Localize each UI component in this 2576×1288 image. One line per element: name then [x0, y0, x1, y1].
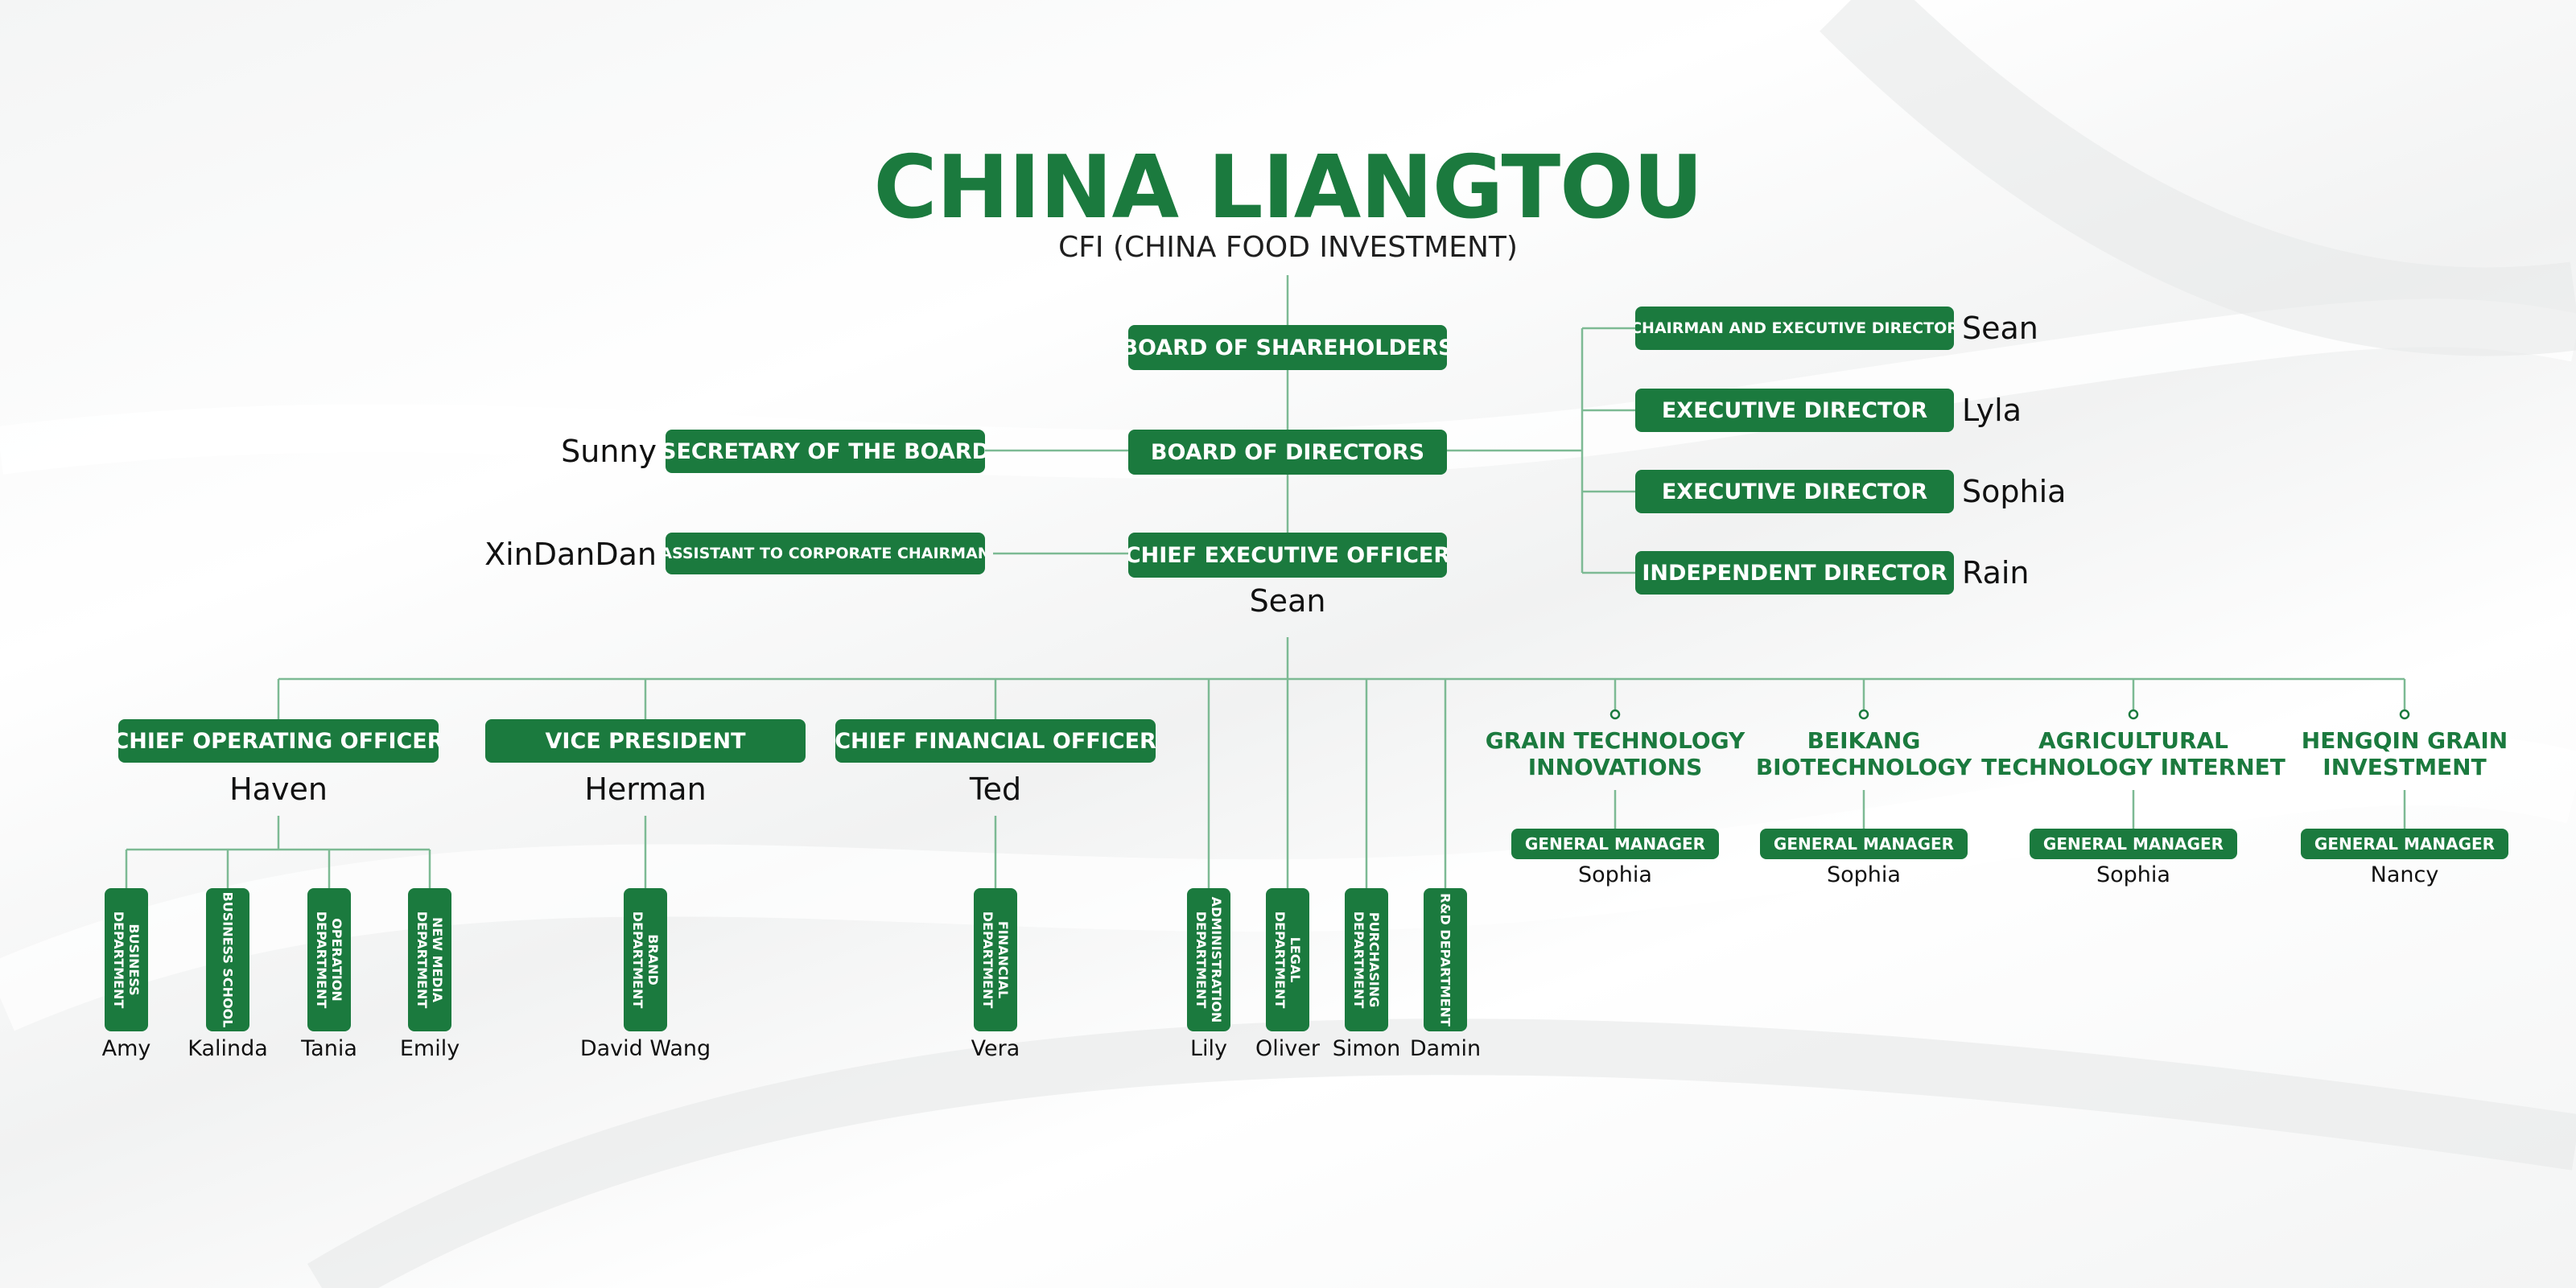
- secretary-box: SECRETARY OF THE BOARD: [666, 430, 985, 473]
- board-of-shareholders-box: BOARD OF SHAREHOLDERS: [1128, 325, 1447, 370]
- department-label: BUSINESS DEPARTMENT: [111, 911, 142, 1009]
- subsidiary-name: AGRICULTURAL TECHNOLOGY INTERNET: [1981, 727, 2285, 780]
- board-member-name: Rain: [1962, 555, 2030, 591]
- officer-name: Ted: [969, 772, 1022, 807]
- subsidiary-name: GRAIN TECHNOLOGY INNOVATIONS: [1485, 727, 1745, 780]
- general-manager-name: Nancy: [2370, 862, 2439, 887]
- subsidiary-name: BEIKANG BIOTECHNOLOGY: [1755, 727, 1972, 780]
- officer-name: Haven: [229, 772, 328, 807]
- department-head-name: David Wang: [579, 1036, 711, 1061]
- assistant-name: XinDanDan: [484, 537, 657, 572]
- department-box: BRAND DEPARTMENT: [624, 888, 667, 1031]
- department-label: BUSINESS SCHOOL: [220, 891, 236, 1028]
- department-label: R&D DEPARTMENT: [1437, 893, 1453, 1027]
- department-head-name: Emily: [399, 1036, 460, 1061]
- officer-name: Herman: [584, 772, 707, 807]
- department-box: PURCHASING DEPARTMENT: [1345, 888, 1388, 1031]
- department-label: LEGAL DEPARTMENT: [1272, 911, 1303, 1009]
- assistant-box: ASSISTANT TO CORPORATE CHAIRMAN: [666, 533, 985, 574]
- ceo-name: Sean: [1249, 583, 1326, 619]
- general-manager-box: GENERAL MANAGER: [1511, 829, 1719, 859]
- department-head-name: Lily: [1189, 1036, 1228, 1061]
- secretary-name: Sunny: [561, 434, 657, 469]
- company-title: CHINA LIANGTOU: [873, 138, 1703, 238]
- department-head-name: Simon: [1332, 1036, 1401, 1061]
- board-member-title: INDEPENDENT DIRECTOR: [1635, 551, 1954, 595]
- department-label: OPERATION DEPARTMENT: [314, 911, 344, 1009]
- general-manager-box: GENERAL MANAGER: [1760, 829, 1968, 859]
- department-label: BRAND DEPARTMENT: [630, 911, 661, 1009]
- ceo-box: CHIEF EXECUTIVE OFFICER: [1128, 533, 1447, 578]
- general-manager-name: Sophia: [1827, 862, 1901, 887]
- company-subtitle: CFI (CHINA FOOD INVESTMENT): [1058, 231, 1518, 264]
- department-label: FINANCIAL DEPARTMENT: [980, 911, 1011, 1009]
- officer-title: VICE PRESIDENT: [485, 719, 806, 763]
- department-head-name: Damin: [1409, 1036, 1482, 1061]
- department-head-name: Tania: [301, 1036, 357, 1061]
- board-member-name: Sophia: [1962, 474, 2067, 509]
- board-member-title: EXECUTIVE DIRECTOR: [1635, 389, 1954, 432]
- department-box: BUSINESS DEPARTMENT: [105, 888, 148, 1031]
- department-head-name: Vera: [971, 1036, 1020, 1061]
- department-box: R&D DEPARTMENT: [1424, 888, 1467, 1031]
- general-manager-box: GENERAL MANAGER: [2030, 829, 2237, 859]
- general-manager-name: Sophia: [1578, 862, 1652, 887]
- officer-title: CHIEF FINANCIAL OFFICER: [835, 719, 1156, 763]
- general-manager-name: Sophia: [2096, 862, 2170, 887]
- department-box: NEW MEDIA DEPARTMENT: [408, 888, 451, 1031]
- department-label: NEW MEDIA DEPARTMENT: [414, 911, 445, 1009]
- board-member-title: EXECUTIVE DIRECTOR: [1635, 470, 1954, 513]
- department-box: LEGAL DEPARTMENT: [1266, 888, 1309, 1031]
- department-box: ADMINISTRATION DEPARTMENT: [1187, 888, 1230, 1031]
- department-label: PURCHASING DEPARTMENT: [1351, 911, 1382, 1009]
- general-manager-box: GENERAL MANAGER: [2301, 829, 2508, 859]
- department-head-name: Kalinda: [188, 1036, 268, 1061]
- board-of-directors-box: BOARD OF DIRECTORS: [1128, 430, 1447, 475]
- department-label: ADMINISTRATION DEPARTMENT: [1193, 896, 1224, 1023]
- department-head-name: Oliver: [1255, 1036, 1320, 1061]
- department-box: OPERATION DEPARTMENT: [307, 888, 351, 1031]
- board-member-name: Lyla: [1962, 393, 2022, 428]
- department-box: BUSINESS SCHOOL: [206, 888, 249, 1031]
- department-box: FINANCIAL DEPARTMENT: [974, 888, 1017, 1031]
- department-head-name: Amy: [101, 1036, 151, 1061]
- officer-title: CHIEF OPERATING OFFICER: [118, 719, 439, 763]
- subsidiary-name: HENGQIN GRAIN INVESTMENT: [2301, 727, 2508, 780]
- board-member-title: CHAIRMAN AND EXECUTIVE DIRECTOR: [1635, 307, 1954, 350]
- board-member-name: Sean: [1962, 311, 2038, 346]
